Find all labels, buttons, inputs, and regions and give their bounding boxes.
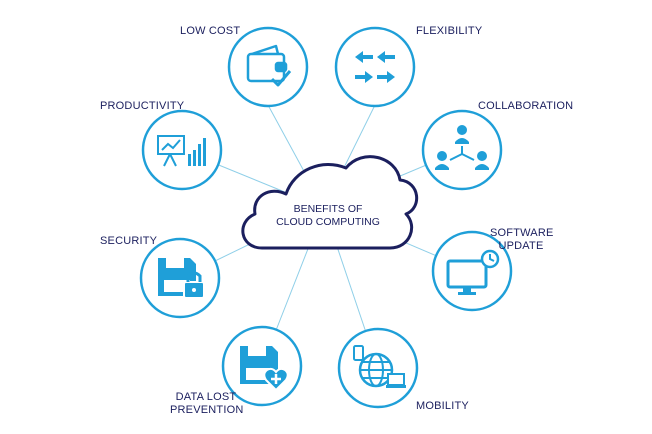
node-mobility xyxy=(337,327,419,409)
floppy-heart-icon xyxy=(240,346,289,392)
center-title: BENEFITS OF CLOUD COMPUTING xyxy=(258,203,398,229)
label-flexibility: FLEXIBILITY xyxy=(416,25,483,37)
center-title-line1: BENEFITS OF xyxy=(293,203,363,215)
node-software-update xyxy=(431,230,513,312)
node-security xyxy=(139,237,221,319)
node-collaboration xyxy=(421,109,503,191)
label-software-update-line1: SOFTWARE xyxy=(490,227,554,239)
node-circle xyxy=(141,109,223,191)
presentation-chart-icon xyxy=(157,135,206,167)
node-flexibility xyxy=(334,26,416,108)
node-data-lost-prevention xyxy=(221,325,303,407)
label-productivity: PRODUCTIVITY xyxy=(100,100,185,112)
node-circle xyxy=(334,26,416,108)
label-software-update-line2: UPDATE xyxy=(498,240,544,252)
people-network-icon xyxy=(435,125,489,170)
globe-devices-icon xyxy=(353,345,406,388)
center-cloud xyxy=(241,155,418,250)
label-data-lost-prevention-line2: PREVENTION xyxy=(170,404,244,416)
cloud-shape xyxy=(241,155,418,250)
label-software-update: SOFTWARE UPDATE xyxy=(490,227,554,253)
label-low-cost: LOW COST xyxy=(180,25,241,37)
label-collaboration: COLLABORATION xyxy=(478,100,574,112)
node-productivity xyxy=(141,109,223,191)
center-title-line2: CLOUD COMPUTING xyxy=(276,216,380,228)
arrows-icon xyxy=(355,51,395,83)
wallet-check-icon xyxy=(246,44,292,87)
label-security: SECURITY xyxy=(100,235,158,247)
label-data-lost-prevention-line1: DATA LOST xyxy=(175,391,237,403)
node-low-cost xyxy=(227,26,309,108)
floppy-lock-icon xyxy=(158,258,205,299)
label-mobility: MOBILITY xyxy=(416,400,469,412)
node-circle xyxy=(227,26,309,108)
label-data-lost-prevention: DATA LOST PREVENTION xyxy=(170,391,244,417)
node-circle xyxy=(337,327,419,409)
monitor-clock-icon xyxy=(446,249,500,295)
